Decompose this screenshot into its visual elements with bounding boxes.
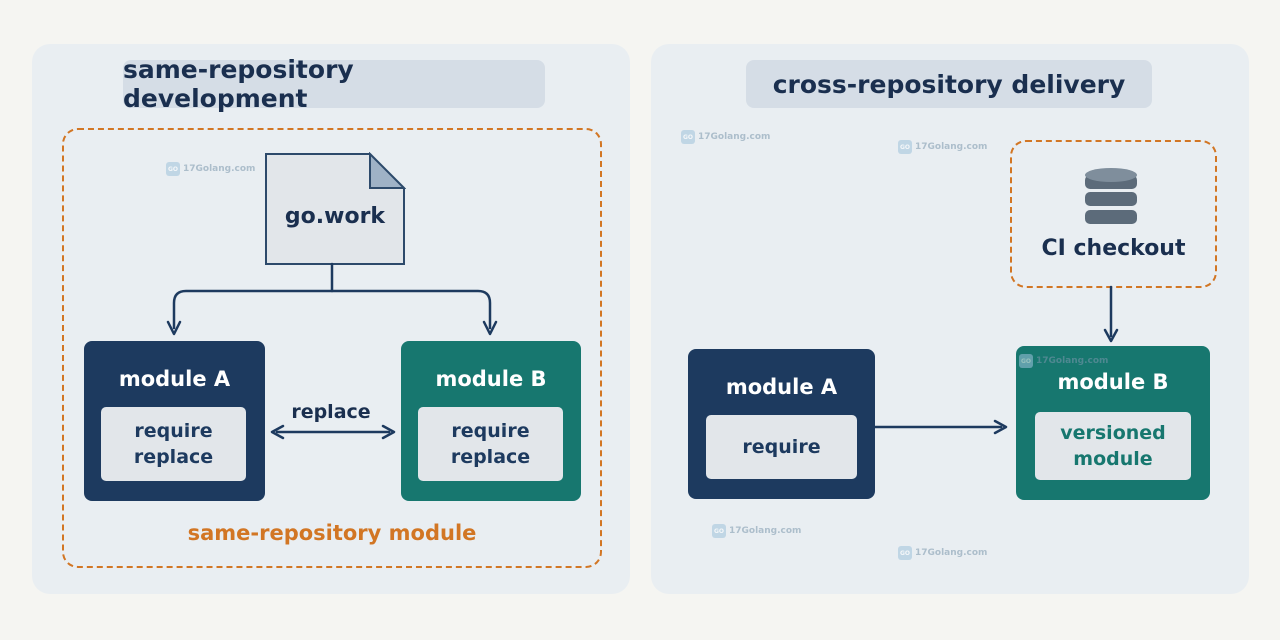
module-a-directives: require — [706, 415, 857, 479]
ci-checkout-box — [1010, 140, 1217, 288]
directive-require: require — [451, 420, 530, 442]
module-a: module A require replace — [84, 341, 265, 501]
directive-replace: replace — [450, 446, 531, 468]
panel-title: same-repository development — [123, 55, 545, 113]
module-a-title: module A — [118, 367, 231, 391]
ci-checkout-label: CI checkout — [1041, 236, 1186, 261]
directive-require: require — [134, 420, 213, 442]
go-work-label: go.work — [284, 204, 386, 229]
same-repository-group — [62, 128, 602, 568]
watermark: GO 17Golang.com — [712, 524, 801, 538]
module-b-directives: require replace — [418, 407, 563, 481]
watermark-logo-icon: GO — [1019, 354, 1033, 368]
watermark-text: 17Golang.com — [915, 548, 988, 558]
watermark: GO 17Golang.com — [898, 546, 987, 560]
watermark: GO 17Golang.com — [1019, 354, 1108, 368]
watermark-logo-icon: GO — [166, 162, 180, 176]
watermark-text: 17Golang.com — [729, 526, 802, 536]
file-icon — [265, 152, 406, 265]
watermark-text: 17Golang.com — [698, 132, 771, 142]
watermark: GO 17Golang.com — [166, 162, 255, 176]
replace-label: replace — [291, 401, 371, 423]
module-label: module — [1073, 448, 1153, 470]
module-b: module B versioned module — [1016, 346, 1210, 500]
module-b-title: module B — [1057, 370, 1169, 394]
group-label: same-repository module — [187, 521, 477, 545]
directive-require: require — [742, 436, 821, 458]
watermark-text: 17Golang.com — [915, 142, 988, 152]
module-b-title: module B — [435, 367, 547, 391]
watermark-text: 17Golang.com — [1036, 356, 1109, 366]
watermark-logo-icon: GO — [898, 546, 912, 560]
panel-cross-repository: cross-repository delivery CI checkout mo… — [651, 44, 1249, 594]
watermark: GO 17Golang.com — [898, 140, 987, 154]
watermark-text: 17Golang.com — [183, 164, 256, 174]
module-a: module A require — [688, 349, 875, 499]
watermark: GO 17Golang.com — [681, 130, 770, 144]
database-icon — [1085, 168, 1137, 224]
module-a-title: module A — [725, 375, 838, 399]
module-a-directives: require replace — [101, 407, 246, 481]
panel-same-repository: same-repository development go.work modu… — [32, 44, 630, 594]
watermark-logo-icon: GO — [898, 140, 912, 154]
watermark-logo-icon: GO — [712, 524, 726, 538]
watermark-logo-icon: GO — [681, 130, 695, 144]
module-b-versioned: versioned module — [1035, 412, 1191, 480]
panel-title: cross-repository delivery — [746, 60, 1152, 108]
directive-replace: replace — [133, 446, 214, 468]
module-b: module B require replace — [401, 341, 581, 501]
versioned-label: versioned — [1060, 422, 1166, 444]
